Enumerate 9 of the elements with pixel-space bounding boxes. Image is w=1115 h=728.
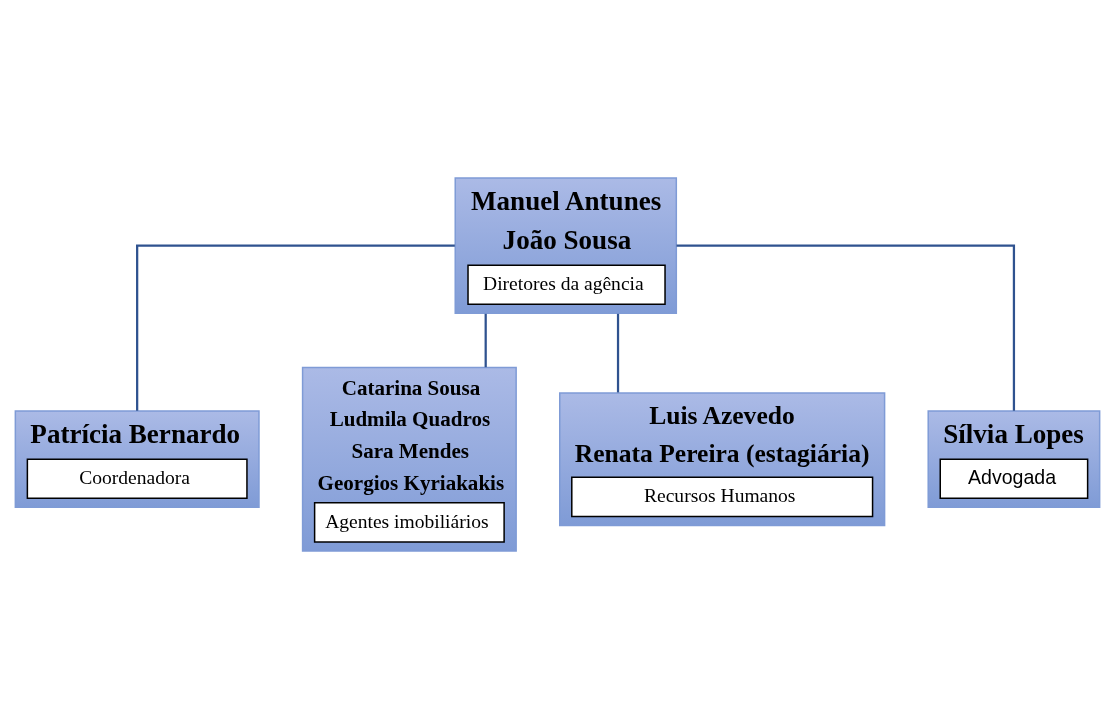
node-box: Catarina Sousa Ludmila Quadros Sara Mendes Georgios Kyriakakis Agentes imobiliários: [301, 366, 517, 552]
connector: [676, 244, 1016, 411]
node-box: Sílvia Lopes Advogada: [927, 409, 1101, 508]
node-box: Patrícia Bernardo Coordenadora: [14, 409, 260, 508]
node-box: Manuel Antunes João Sousa Diretores da agência: [454, 176, 678, 314]
connector: [616, 313, 620, 392]
node-box: Luis Azevedo Renata Pereira (estagiária) Recursos Humanos: [559, 391, 886, 526]
connector: [136, 244, 455, 411]
connector: [484, 313, 487, 367]
